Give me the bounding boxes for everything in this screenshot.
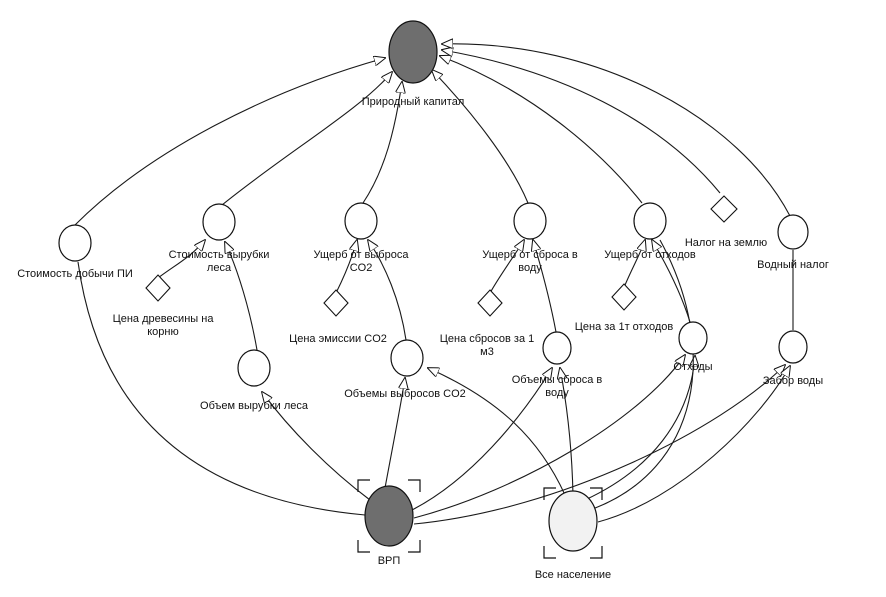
edge-extraction-to-capital	[74, 58, 385, 226]
waste-damage-label: Ущерб от отходов	[604, 249, 696, 261]
edges-from-grp	[77, 261, 785, 525]
natural-capital-node[interactable]	[388, 20, 438, 84]
edge-grp-to-dischvol	[411, 368, 552, 511]
waste-price-label: Цена за 1т отходов	[575, 321, 674, 333]
extraction-cost-label: Стоимость добычи ПИ	[17, 268, 133, 280]
edges-to-natural-capital	[74, 44, 791, 226]
auxiliaries	[58, 202, 809, 387]
edge-dischprice-to-waterdmg	[489, 240, 524, 294]
water-intake-node[interactable]	[778, 330, 808, 364]
constants	[145, 195, 738, 317]
co2-price-diamond	[323, 289, 349, 317]
edge-pop-to-intake	[597, 366, 790, 523]
land-tax-label: Налог на землю	[685, 237, 767, 249]
edge-grp-to-extraction	[77, 261, 366, 516]
waste-damage-node[interactable]	[633, 202, 667, 240]
edges-to-damages	[157, 240, 794, 351]
edge-wastedmg-to-capital	[440, 56, 643, 204]
natural-capital-label: Природный капитал	[362, 96, 465, 108]
edge-co2dmg-to-capital	[362, 82, 402, 204]
waste-label: Отходы	[673, 361, 712, 373]
co2-price-label: Цена эмиссии CO2	[289, 333, 387, 345]
grp-node[interactable]	[364, 485, 414, 547]
edge-waterdmg-to-capital	[432, 70, 529, 204]
edge-grp-to-co2vol	[384, 378, 405, 489]
edge-co2vol-to-co2dmg	[368, 240, 407, 341]
edge-pop-to-waste	[584, 356, 695, 501]
labels: Природный капитал Стоимость добычи ПИ Ст…	[17, 96, 829, 581]
waste-node[interactable]	[678, 321, 708, 355]
edge-wasteprice-to-wastedmg	[622, 240, 645, 291]
land-tax-diamond	[710, 195, 738, 223]
grp-selection-brackets	[357, 479, 421, 553]
edges-from-population	[428, 239, 790, 523]
population-node[interactable]	[548, 490, 598, 552]
water-tax-label: Водный налог	[757, 259, 829, 271]
edge-pop-to-co2vol	[428, 368, 566, 496]
water-damage-node[interactable]	[513, 202, 547, 240]
water-intake-label: Забор воды	[763, 375, 823, 387]
edge-logging-to-capital	[221, 72, 392, 206]
logging-volume-node[interactable]	[237, 349, 271, 387]
edge-landtax-to-capital	[442, 50, 721, 194]
logging-cost-node[interactable]	[202, 203, 236, 241]
timber-price-diamond	[145, 274, 171, 302]
discharge-price-diamond	[477, 289, 503, 317]
waste-price-diamond	[611, 283, 637, 311]
edge-watertax-to-capital	[442, 44, 791, 217]
edge-waste-loop-to-wastedmg	[589, 239, 694, 511]
edge-dischvol-to-waterdmg	[533, 240, 557, 333]
edge-timberprice-to-logging	[157, 240, 205, 279]
edge-grp-to-loggingvol	[262, 392, 371, 501]
discharge-volume-node[interactable]	[542, 331, 572, 365]
co2-volume-node[interactable]	[390, 339, 424, 377]
extraction-cost-node[interactable]	[58, 224, 92, 262]
water-tax-node[interactable]	[777, 214, 809, 250]
edge-waste-to-wastedmg	[652, 240, 691, 323]
edge-grp-to-waste	[413, 355, 685, 519]
population-label: Все население	[535, 569, 611, 581]
edge-loggingvol-to-logging	[225, 242, 258, 351]
stocks	[364, 20, 598, 552]
logging-volume-label: Объем вырубки леса	[200, 400, 309, 412]
edge-pop-to-dischvol	[560, 368, 574, 496]
grp-label: ВРП	[378, 555, 401, 567]
population-selection-brackets	[543, 487, 603, 559]
co2-volume-label: Объемы выбросов CO2	[344, 388, 466, 400]
edge-co2price-to-co2dmg	[335, 240, 357, 294]
edge-grp-to-intake	[413, 365, 785, 525]
co2-damage-node[interactable]	[344, 202, 378, 240]
